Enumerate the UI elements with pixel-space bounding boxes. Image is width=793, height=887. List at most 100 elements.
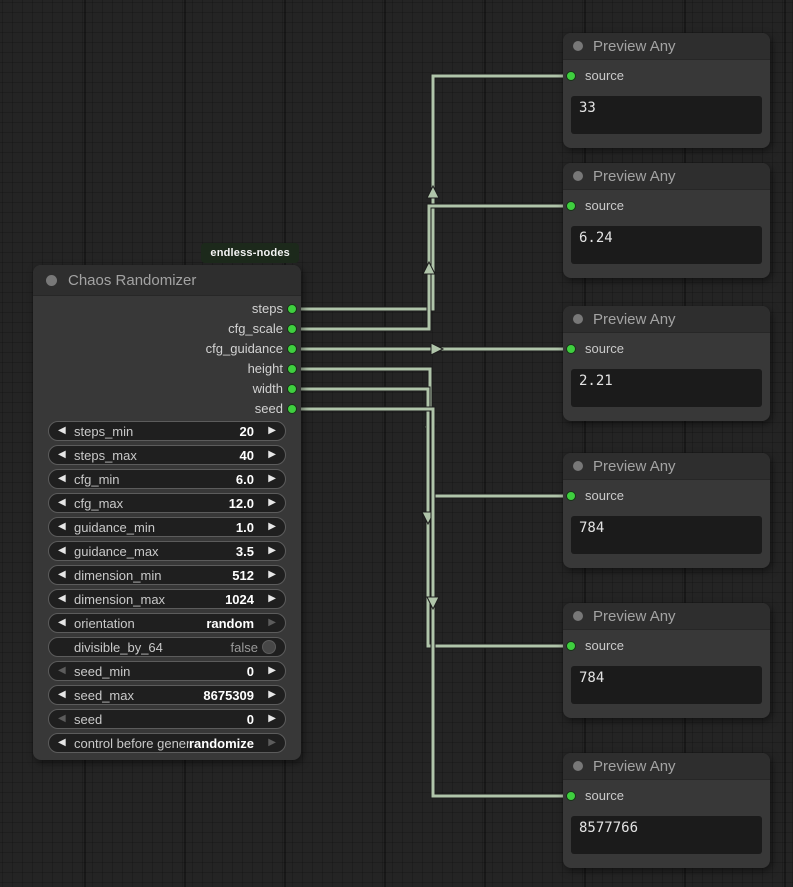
increment-arrow-icon[interactable]: ▶ <box>268 689 276 700</box>
collapse-dot-icon[interactable] <box>573 41 583 51</box>
preview-node-titlebar[interactable]: Preview Any <box>563 306 770 333</box>
output-slot-seed-icon[interactable] <box>287 404 297 414</box>
decrement-arrow-icon[interactable]: ◀ <box>58 425 66 436</box>
wire-arrow-down-icon <box>426 596 440 611</box>
widget-orientation[interactable]: ◀ orientation random ▶ <box>48 613 286 633</box>
input-slot-source-icon[interactable] <box>566 641 576 651</box>
wire-cfg-scale <box>292 203 570 332</box>
decrement-arrow-icon[interactable]: ◀ <box>58 497 66 508</box>
wire-arrow-up-icon <box>422 260 436 275</box>
output-slot-height-icon[interactable] <box>287 364 297 374</box>
collapse-dot-icon[interactable] <box>46 274 57 286</box>
widget-seed-max[interactable]: ◀ seed_max 8675309 ▶ <box>48 685 286 705</box>
increment-arrow-icon[interactable]: ▶ <box>268 569 276 580</box>
preview-any-node-5[interactable]: Preview Any source 784 <box>563 603 770 718</box>
preview-any-node-2[interactable]: Preview Any source 6.24 <box>563 163 770 278</box>
toggle-knob-icon[interactable] <box>262 640 276 654</box>
widget-dimension-min[interactable]: ◀ dimension_min 512 ▶ <box>48 565 286 585</box>
input-slot-source-icon[interactable] <box>566 344 576 354</box>
chaos-randomizer-node[interactable]: endless-nodes Chaos Randomizer steps cfg… <box>33 243 301 760</box>
preview-node-titlebar[interactable]: Preview Any <box>563 753 770 780</box>
wire-steps <box>292 73 570 312</box>
widget-control-before-generate[interactable]: ◀ control before generate randomize ▶ <box>48 733 286 753</box>
increment-arrow-icon[interactable]: ▶ <box>268 449 276 460</box>
widget-seed-min[interactable]: ◀ seed_min 0 ▶ <box>48 661 286 681</box>
widget-list: ◀ steps_min 20 ▶ ◀ steps_max 40 ▶ ◀ cfg_… <box>48 421 286 757</box>
decrement-arrow-icon[interactable]: ◀ <box>58 689 66 700</box>
collapse-dot-icon[interactable] <box>573 314 583 324</box>
widget-dimension-max[interactable]: ◀ dimension_max 1024 ▶ <box>48 589 286 609</box>
output-slots: steps cfg_scale cfg_guidance height widt… <box>33 299 301 419</box>
output-row-steps: steps <box>33 299 301 319</box>
widget-steps-max[interactable]: ◀ steps_max 40 ▶ <box>48 445 286 465</box>
increment-arrow-icon[interactable]: ▶ <box>268 497 276 508</box>
collapse-dot-icon[interactable] <box>573 171 583 181</box>
input-slot-source-icon[interactable] <box>566 71 576 81</box>
increment-arrow-icon[interactable]: ▶ <box>268 665 276 676</box>
node-title: Chaos Randomizer <box>68 271 197 289</box>
prev-option-arrow-icon[interactable]: ◀ <box>58 617 66 628</box>
increment-arrow-icon[interactable]: ▶ <box>268 593 276 604</box>
collapse-dot-icon[interactable] <box>573 461 583 471</box>
output-slot-width-icon[interactable] <box>287 384 297 394</box>
decrement-arrow-icon[interactable]: ◀ <box>58 521 66 532</box>
preview-value-box[interactable]: 784 <box>571 516 762 554</box>
preview-value-box[interactable]: 2.21 <box>571 369 762 407</box>
decrement-arrow-icon[interactable]: ◀ <box>58 569 66 580</box>
next-option-arrow-icon[interactable]: ▶ <box>268 737 276 748</box>
node-title: Preview Any <box>593 457 676 475</box>
increment-arrow-icon[interactable]: ▶ <box>268 713 276 724</box>
preview-any-node-4[interactable]: Preview Any source 784 <box>563 453 770 568</box>
preview-value-box[interactable]: 784 <box>571 666 762 704</box>
preview-any-node-6[interactable]: Preview Any source 8577766 <box>563 753 770 868</box>
decrement-arrow-icon[interactable]: ◀ <box>58 665 66 676</box>
collapse-dot-icon[interactable] <box>573 611 583 621</box>
input-slot-source-icon[interactable] <box>566 791 576 801</box>
widget-cfg-max[interactable]: ◀ cfg_max 12.0 ▶ <box>48 493 286 513</box>
input-slot-source-icon[interactable] <box>566 491 576 501</box>
collapse-dot-icon[interactable] <box>573 761 583 771</box>
preview-any-node-3[interactable]: Preview Any source 2.21 <box>563 306 770 421</box>
prev-option-arrow-icon[interactable]: ◀ <box>58 737 66 748</box>
increment-arrow-icon[interactable]: ▶ <box>268 425 276 436</box>
output-slot-cfg-scale-icon[interactable] <box>287 324 297 334</box>
output-row-height: height <box>33 359 301 379</box>
widget-cfg-min[interactable]: ◀ cfg_min 6.0 ▶ <box>48 469 286 489</box>
widget-steps-min[interactable]: ◀ steps_min 20 ▶ <box>48 421 286 441</box>
preview-any-node-1[interactable]: Preview Any source 33 <box>563 33 770 148</box>
preview-value-box[interactable]: 33 <box>571 96 762 134</box>
wire-arrow-right-icon <box>430 342 445 356</box>
widget-seed[interactable]: ◀ seed 0 ▶ <box>48 709 286 729</box>
node-title: Preview Any <box>593 310 676 328</box>
increment-arrow-icon[interactable]: ▶ <box>268 473 276 484</box>
wire-cfg-guidance <box>292 342 570 356</box>
chaos-node-titlebar[interactable]: Chaos Randomizer <box>33 265 301 296</box>
input-label: source <box>585 788 625 803</box>
output-slot-steps-icon[interactable] <box>287 304 297 314</box>
preview-value-box[interactable]: 8577766 <box>571 816 762 854</box>
preview-node-titlebar[interactable]: Preview Any <box>563 33 770 60</box>
widget-divisible-by-64[interactable]: divisible_by_64 false <box>48 637 286 657</box>
input-slot-source-icon[interactable] <box>566 201 576 211</box>
widget-guidance-max[interactable]: ◀ guidance_max 3.5 ▶ <box>48 541 286 561</box>
next-option-arrow-icon[interactable]: ▶ <box>268 617 276 628</box>
output-row-width: width <box>33 379 301 399</box>
widget-guidance-min[interactable]: ◀ guidance_min 1.0 ▶ <box>48 517 286 537</box>
decrement-arrow-icon[interactable]: ◀ <box>58 473 66 484</box>
decrement-arrow-icon[interactable]: ◀ <box>58 545 66 556</box>
decrement-arrow-icon[interactable]: ◀ <box>58 449 66 460</box>
preview-node-titlebar[interactable]: Preview Any <box>563 453 770 480</box>
preview-value-box[interactable]: 6.24 <box>571 226 762 264</box>
preview-node-titlebar[interactable]: Preview Any <box>563 603 770 630</box>
output-slot-cfg-guidance-icon[interactable] <box>287 344 297 354</box>
wire-arrow-up-icon <box>426 184 440 199</box>
node-title: Preview Any <box>593 757 676 775</box>
increment-arrow-icon[interactable]: ▶ <box>268 521 276 532</box>
output-row-cfg-scale: cfg_scale <box>33 319 301 339</box>
increment-arrow-icon[interactable]: ▶ <box>268 545 276 556</box>
preview-node-titlebar[interactable]: Preview Any <box>563 163 770 190</box>
input-label: source <box>585 198 625 213</box>
decrement-arrow-icon[interactable]: ◀ <box>58 713 66 724</box>
decrement-arrow-icon[interactable]: ◀ <box>58 593 66 604</box>
